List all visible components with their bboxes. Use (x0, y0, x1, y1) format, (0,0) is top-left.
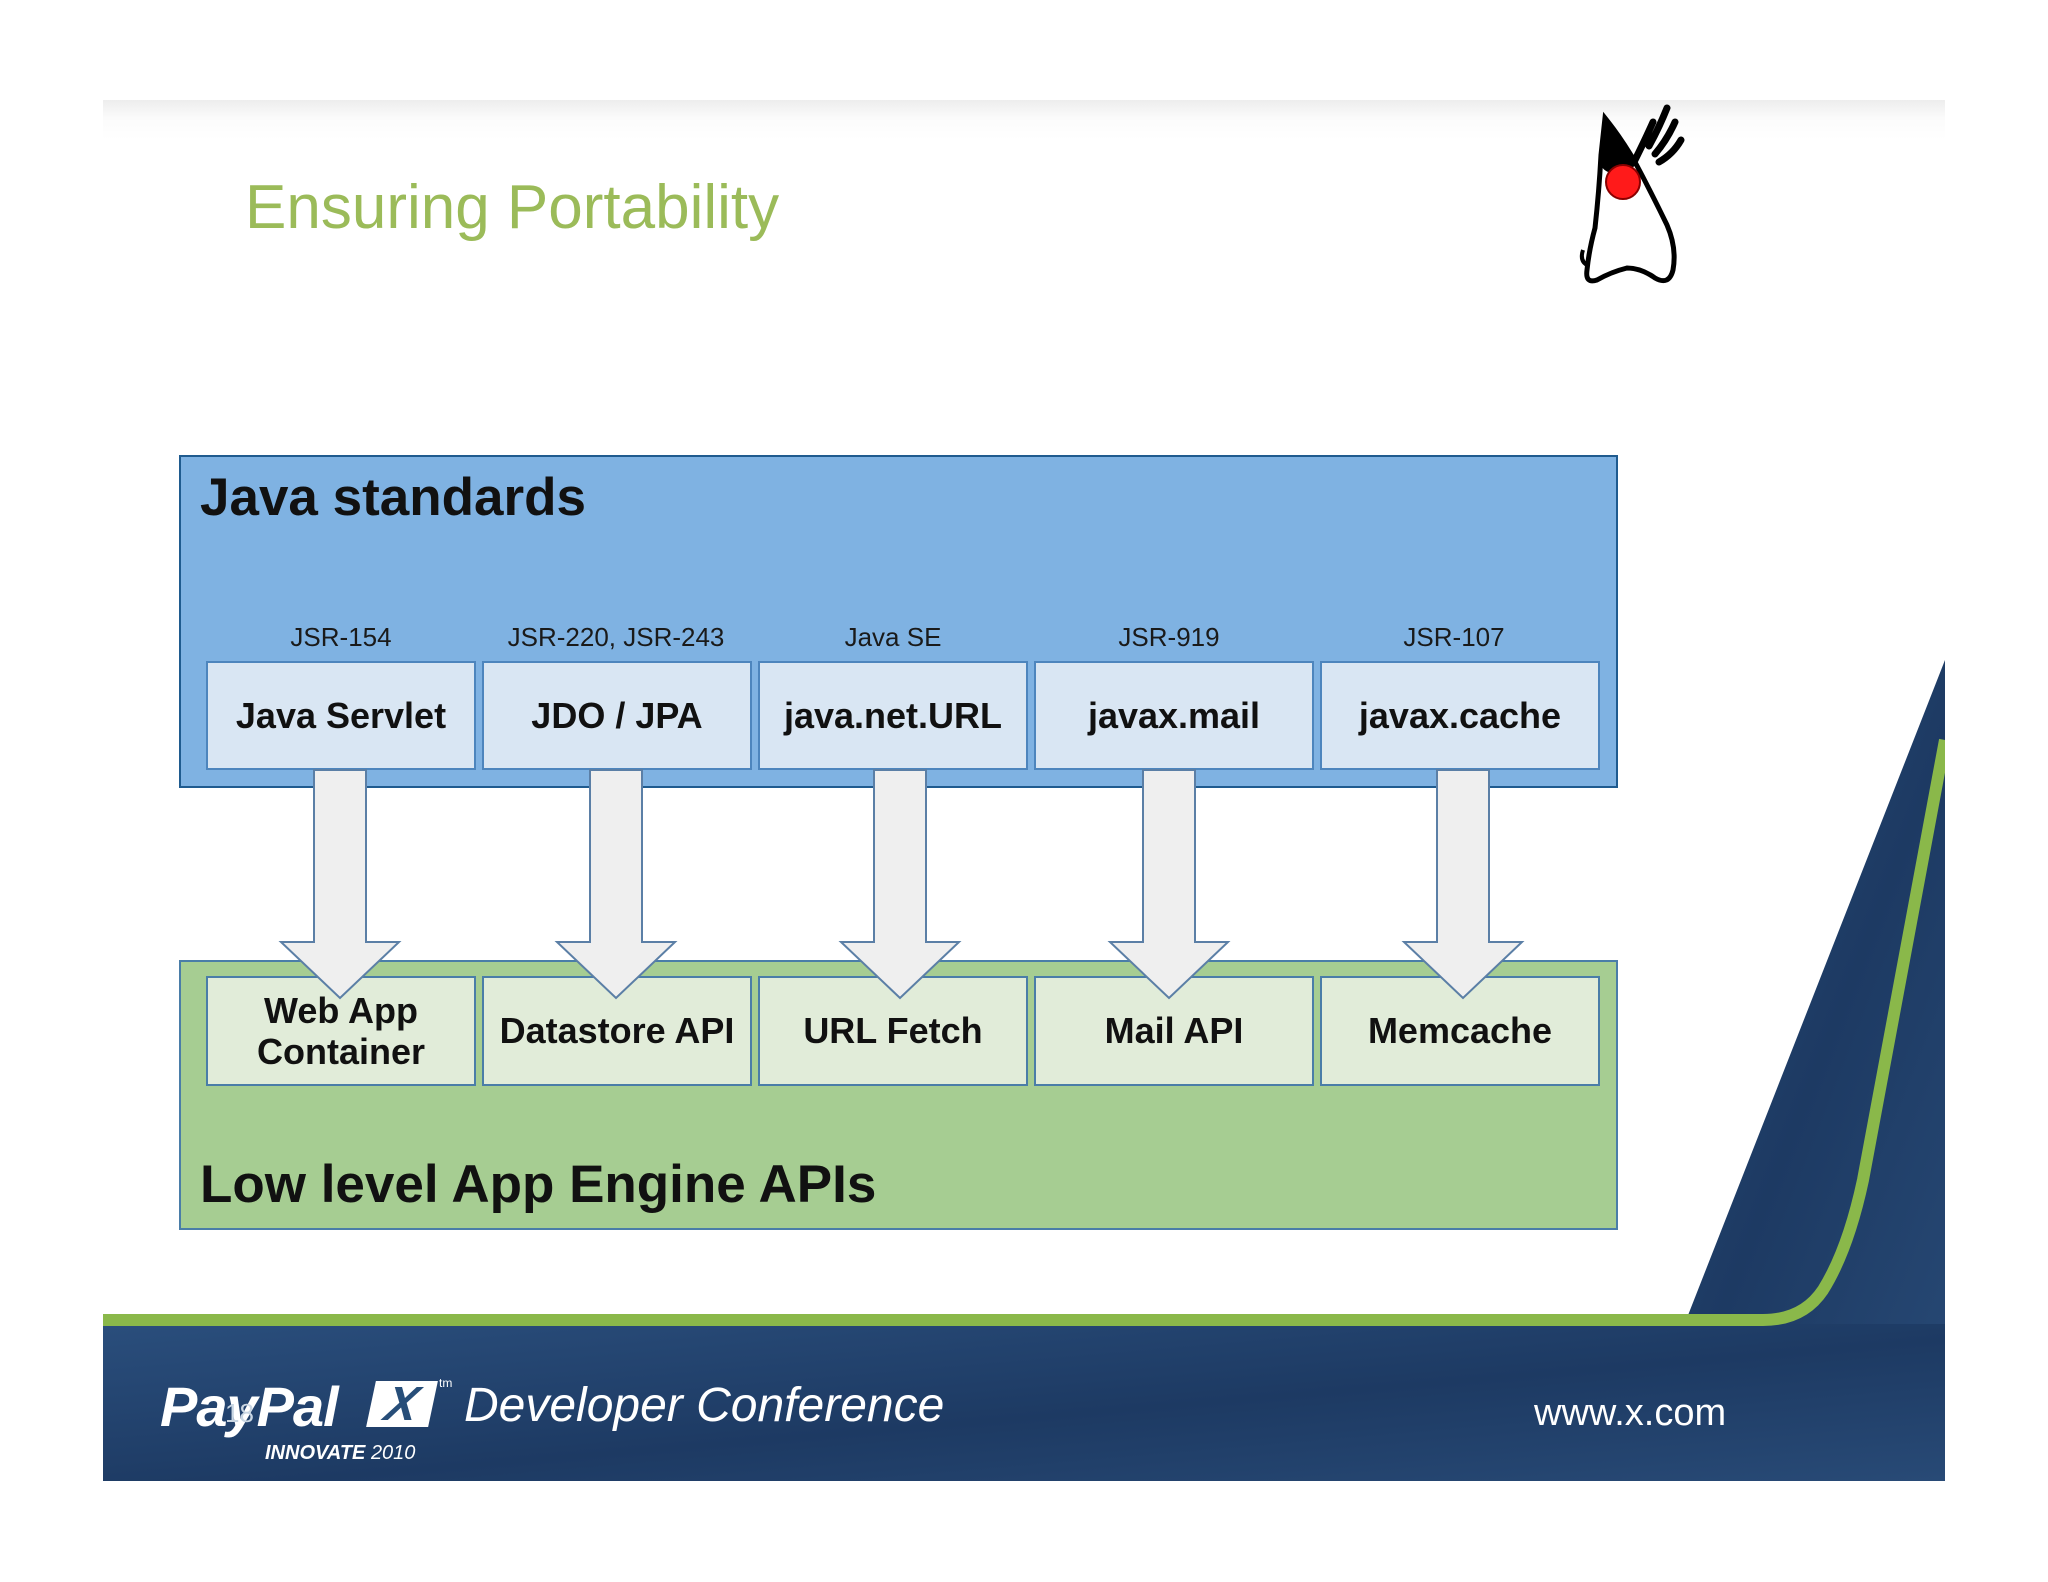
website-url: www.x.com (1534, 1392, 1727, 1434)
mapping-arrow (838, 769, 962, 1000)
spec-label: Java SE (844, 622, 942, 652)
spec-label: JSR-154 (290, 622, 392, 652)
slide-title: Ensuring Portability (245, 173, 780, 242)
event-year: 2010 (370, 1442, 416, 1464)
mapping-arrow (278, 769, 402, 1000)
event-label: INNOVATE 2010 (265, 1442, 415, 1465)
mapping-arrow (1107, 769, 1231, 1000)
page-number: 18 (225, 1398, 254, 1428)
standard-box: javax.cache (1320, 661, 1600, 770)
standard-box: javax.mail (1034, 661, 1314, 770)
trademark: tm (439, 1376, 453, 1390)
duke-mascot-icon (1579, 104, 1685, 284)
low-level-apis-heading: Low level App Engine APIs (200, 1155, 877, 1214)
spec-label: JSR-220, JSR-243 (507, 622, 725, 652)
standard-box: Java Servlet (206, 661, 476, 770)
footer: PayPal X tm 18 INNOVATE 2010 Developer C… (103, 1324, 1945, 1481)
paypal-logo: PayPal (160, 1375, 339, 1438)
standard-box: java.net.URL (758, 661, 1028, 770)
event-name: INNOVATE (265, 1442, 366, 1464)
standard-box: JDO / JPA (482, 661, 752, 770)
spec-label: JSR-919 (1118, 622, 1220, 652)
mapping-arrow (554, 769, 678, 1000)
slide: Ensuring Portability Java standards Low … (103, 100, 1945, 1481)
conference-name: Developer Conference (464, 1379, 945, 1432)
mapping-arrows (278, 769, 1525, 1000)
paypal-x-mark: X (366, 1378, 438, 1431)
java-standards-heading: Java standards (200, 468, 586, 527)
slide-background (103, 660, 1945, 1481)
mapping-arrow (1401, 769, 1525, 1000)
spec-label: JSR-107 (1403, 622, 1505, 652)
